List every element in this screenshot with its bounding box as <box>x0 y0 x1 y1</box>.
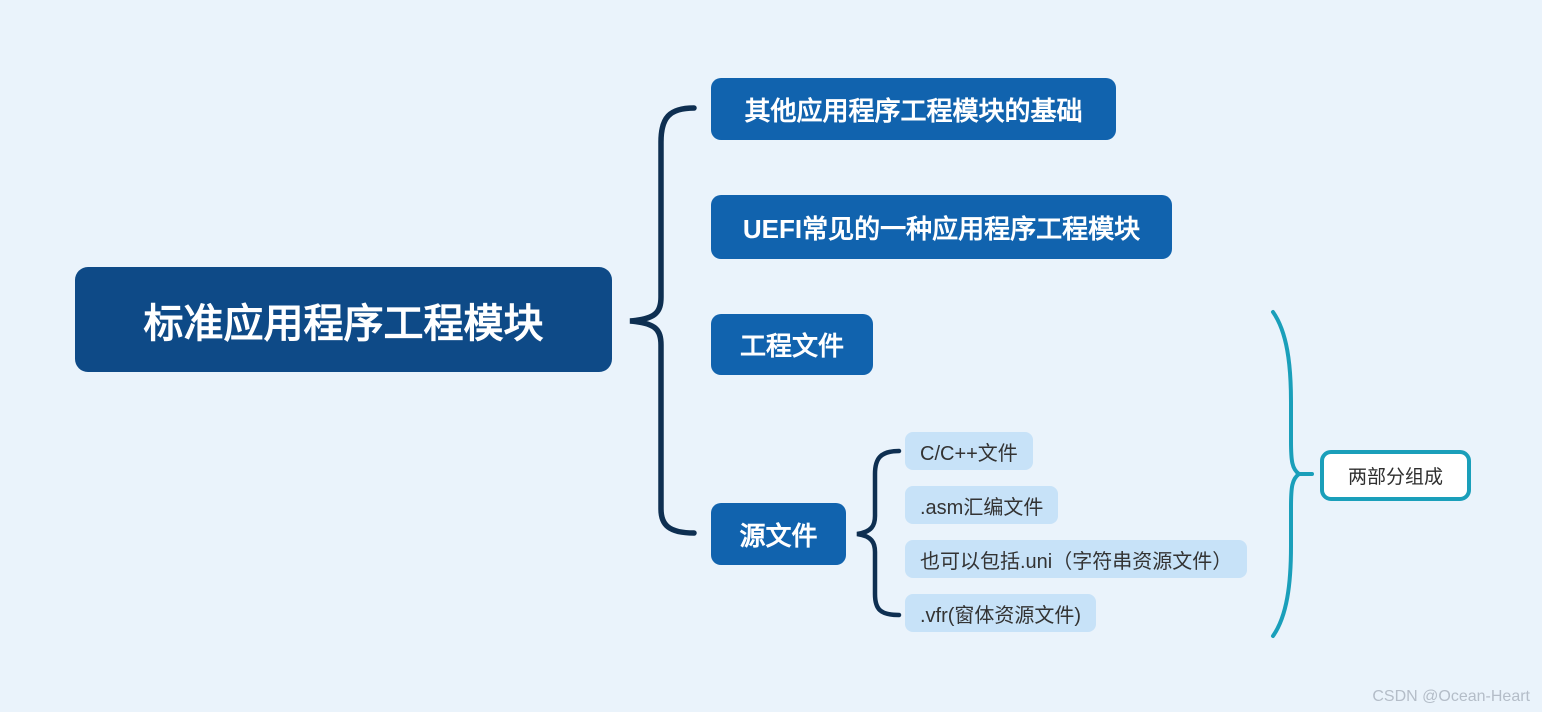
topic-uefi-common-module[interactable]: UEFI常见的一种应用程序工程模块 <box>711 195 1172 259</box>
topic-other-modules-basis[interactable]: 其他应用程序工程模块的基础 <box>711 78 1116 140</box>
subtopic-c-cpp-files[interactable]: C/C++文件 <box>905 432 1033 470</box>
root-children-brace-connector <box>629 105 697 536</box>
summary-brace-connector <box>1271 310 1314 638</box>
topic-project-files[interactable]: 工程文件 <box>711 314 873 375</box>
source-files-brace-connector <box>856 448 902 618</box>
subtopic-uni-files[interactable]: 也可以包括.uni（字符串资源文件） <box>905 540 1248 578</box>
csdn-watermark: CSDN @Ocean-Heart <box>1372 688 1530 705</box>
summary-topic-two-parts[interactable]: 两部分组成 <box>1320 450 1472 501</box>
subtopic-vfr-files[interactable]: .vfr(窗体资源文件) <box>905 594 1097 632</box>
topic-source-files[interactable]: 源文件 <box>711 503 846 565</box>
root-topic[interactable]: 标准应用程序工程模块 <box>75 267 612 372</box>
subtopic-asm-files[interactable]: .asm汇编文件 <box>905 486 1059 524</box>
